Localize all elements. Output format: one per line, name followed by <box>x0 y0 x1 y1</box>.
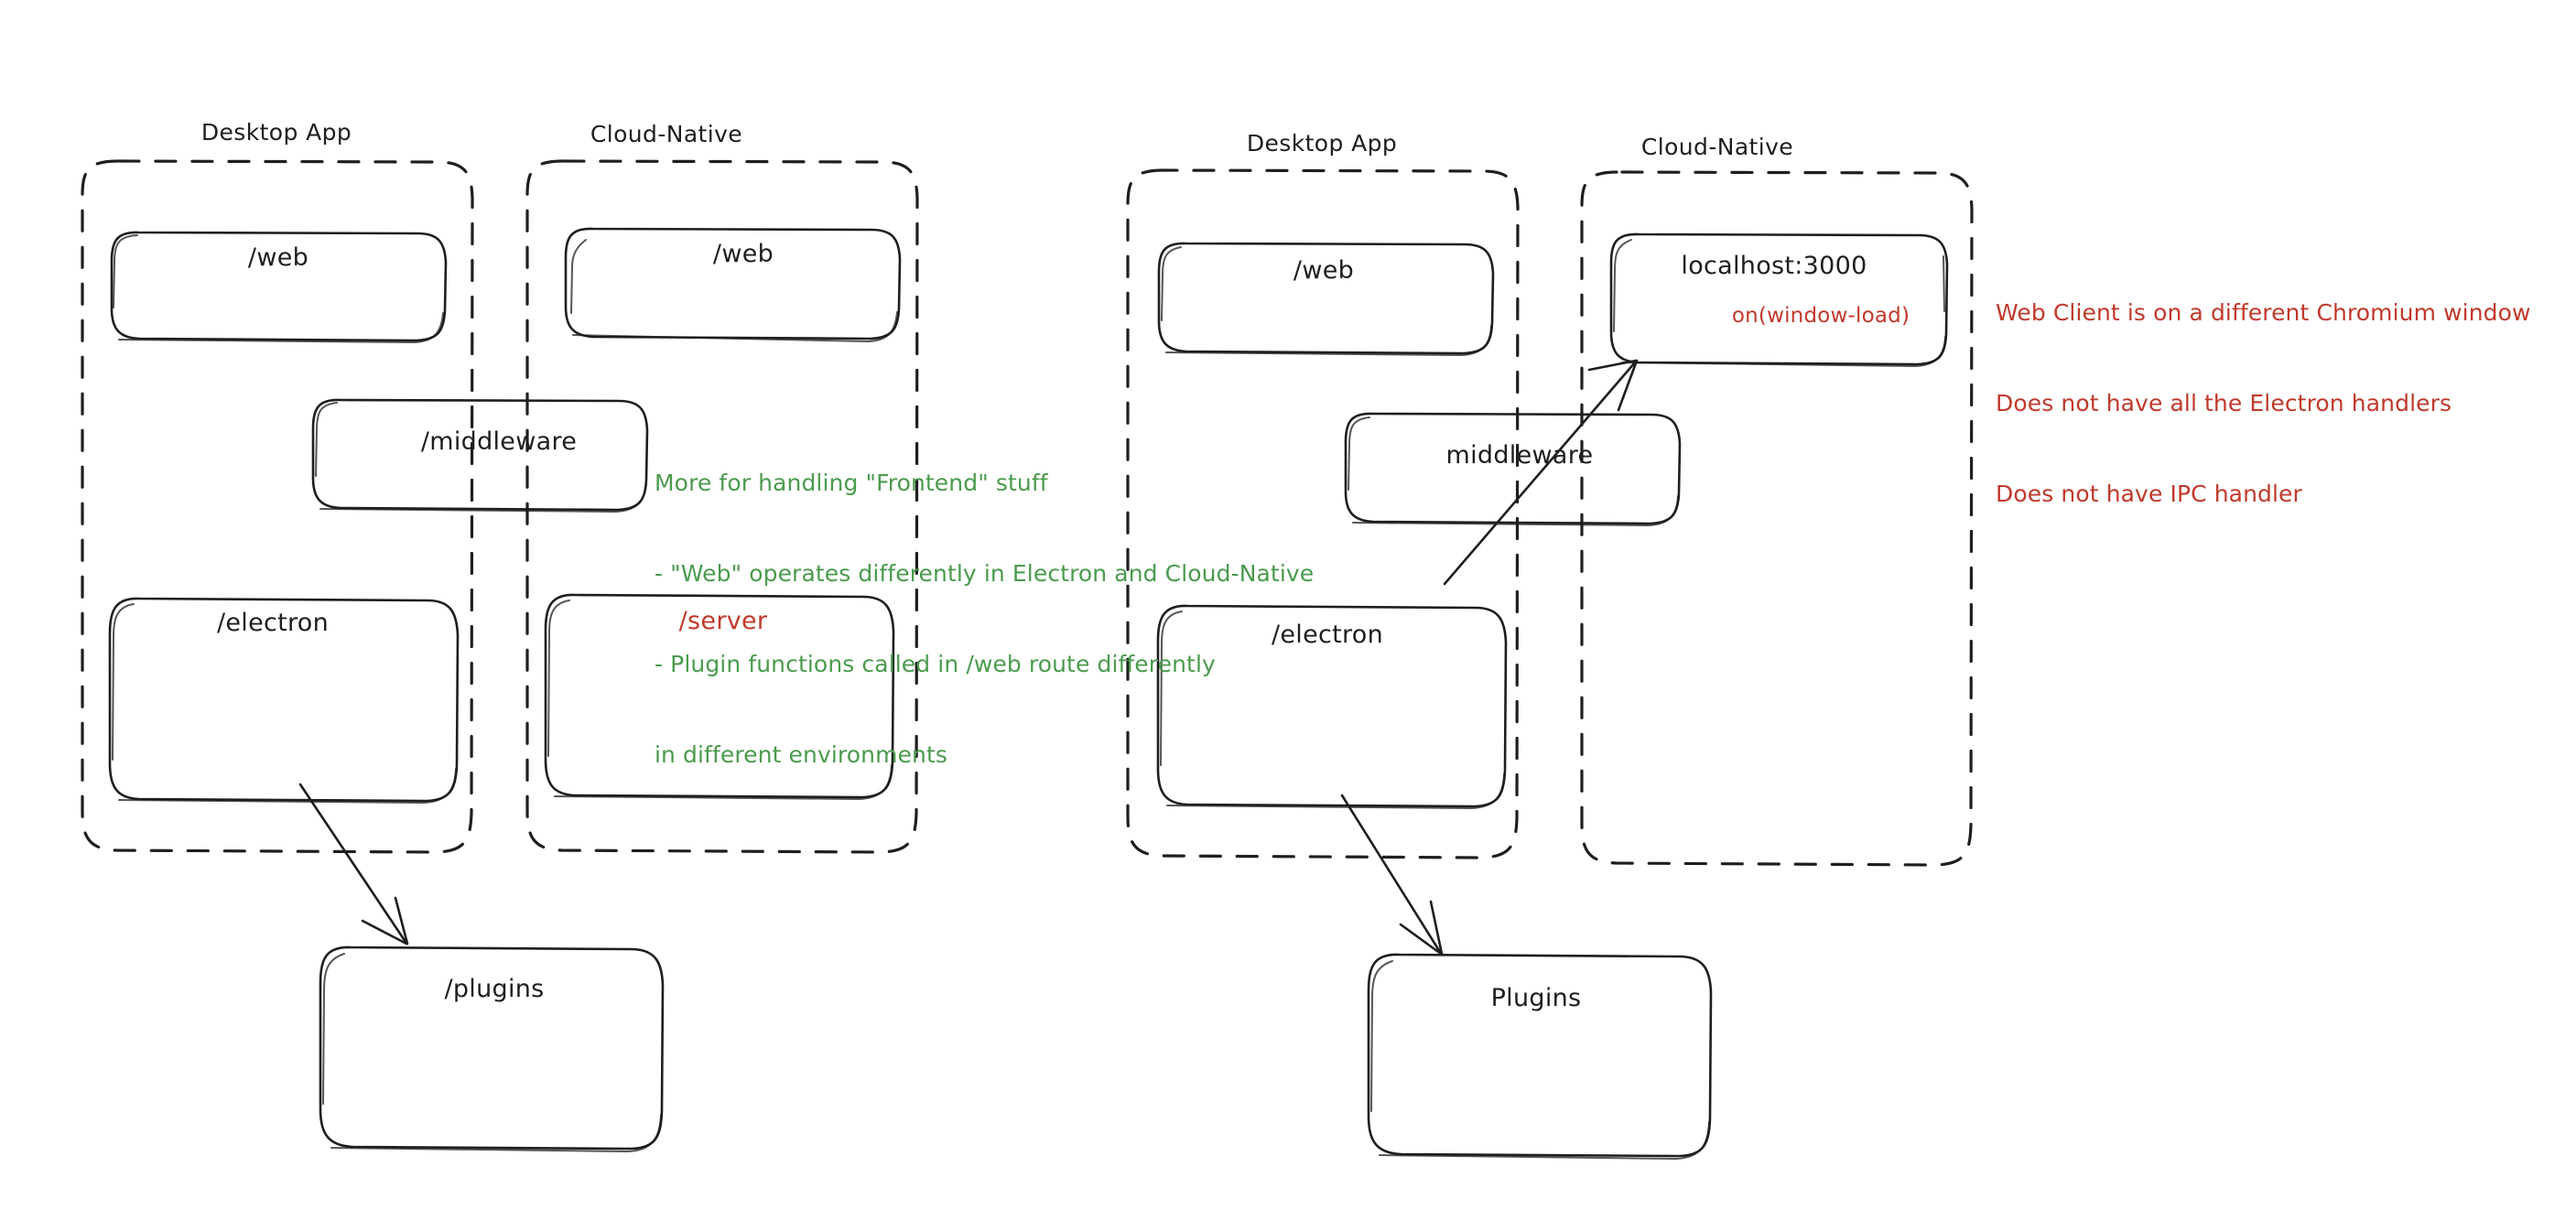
red-annotation-line-2: Does not have all the Electron handlers <box>1996 390 2452 416</box>
right-electron-to-localhost-arrow <box>1443 359 1639 586</box>
right-electron-label: /electron <box>1271 621 1384 649</box>
left-plugins-label: /plugins <box>444 975 545 1003</box>
green-annotation: More for handling "Frontend" stuff - "We… <box>655 407 1314 830</box>
left-electron-box <box>108 597 460 804</box>
right-electron-to-plugins-arrow <box>1340 794 1444 956</box>
right-desktop-web-box <box>1157 242 1495 356</box>
left-electron-to-plugins-arrow <box>298 783 409 946</box>
right-middleware-box <box>1344 412 1682 526</box>
green-annotation-line-2: - "Web" operates differently in Electron… <box>655 560 1315 587</box>
left-desktop-app-label: Desktop App <box>200 119 352 146</box>
left-middleware-label: /middleware <box>420 427 578 456</box>
left-cloud-native-container <box>525 159 919 854</box>
right-desktop-app-container <box>1126 168 1520 859</box>
left-server-box <box>544 593 895 800</box>
green-annotation-line-1: More for handling "Frontend" stuff <box>655 470 1048 496</box>
right-localhost-box <box>1609 232 1949 367</box>
green-annotation-line-4: in different environments <box>655 741 947 768</box>
right-desktop-app-label: Desktop App <box>1246 130 1398 157</box>
red-annotation-line-3: Does not have IPC handler <box>1996 481 2302 507</box>
green-annotation-line-3: - Plugin functions called in /web route … <box>655 651 1216 677</box>
left-desktop-app-container <box>81 159 474 854</box>
right-middleware-label: middleware <box>1445 441 1594 470</box>
right-plugins-label: Plugins <box>1490 984 1582 1012</box>
left-cloud-web-label: /web <box>712 240 774 268</box>
left-middleware-box <box>311 398 649 513</box>
right-electron-box <box>1156 604 1508 809</box>
right-localhost-label: localhost:3000 <box>1681 252 1867 280</box>
red-annotation: Web Client is on a different Chromium wi… <box>1996 237 2531 569</box>
left-plugins-box <box>319 946 665 1152</box>
left-cloud-native-label: Cloud-Native <box>590 121 743 147</box>
red-annotation-line-1: Web Client is on a different Chromium wi… <box>1996 299 2531 326</box>
right-cloud-native-container <box>1580 170 1974 867</box>
right-desktop-web-label: /web <box>1293 256 1355 285</box>
left-cloud-web-box <box>564 227 902 342</box>
right-localhost-sublabel: on(window-load) <box>1731 304 1910 328</box>
left-desktop-web-label: /web <box>247 243 309 272</box>
right-plugins-box <box>1367 953 1713 1160</box>
left-desktop-web-box <box>110 231 448 343</box>
right-cloud-native-label: Cloud-Native <box>1640 134 1794 160</box>
left-server-label: /server <box>678 607 768 635</box>
left-electron-label: /electron <box>216 609 330 637</box>
